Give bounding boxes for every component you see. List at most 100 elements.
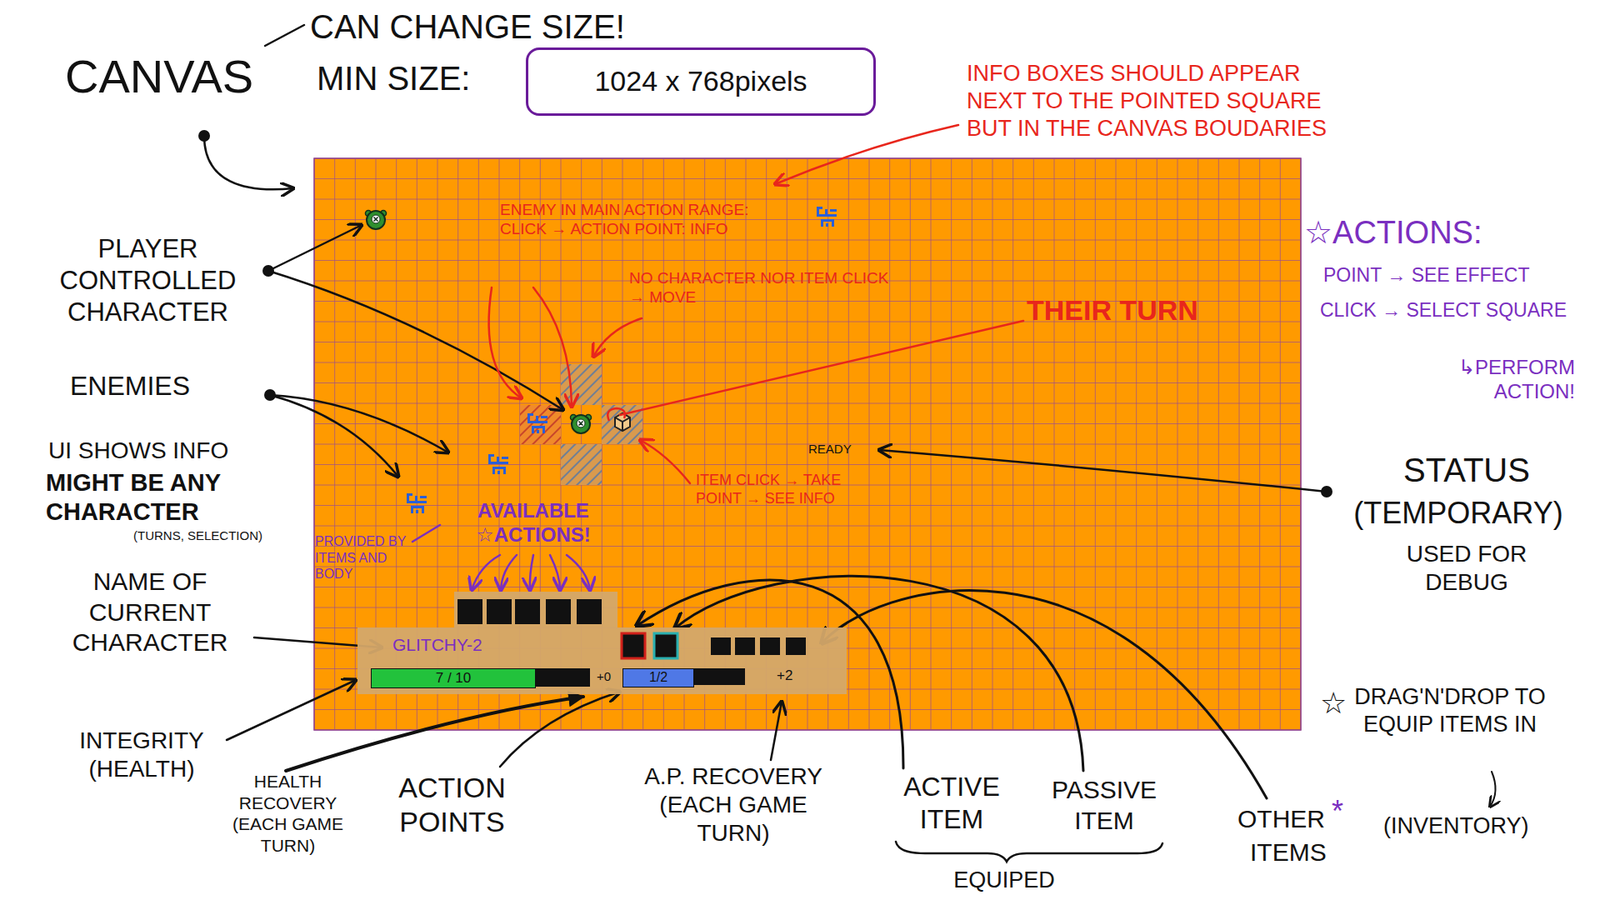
range-squares [520,364,643,485]
leader-arrow [471,555,500,590]
leader-arrow [530,555,534,590]
annotation-text: INTEGRITY (HEALTH) [58,726,225,784]
annotation-text: THEIR TURN [1026,293,1294,328]
active-item-slot [621,633,645,659]
sprites [365,206,838,514]
annotation-text: (TEMPORARY) [1333,495,1584,532]
leader-dots [198,130,1333,498]
leader-arrow [770,701,782,760]
grid-line [314,525,1301,527]
annotation-text: POINT → SEE EFFECT [1323,263,1592,287]
grid-line [314,730,1301,731]
leader-lines [204,25,1496,862]
grid-line [314,260,1301,261]
action-square [520,405,561,445]
annotation-text: MIGHT BE ANY CHARACTER [45,468,271,528]
leader-arrow [268,270,564,410]
leader-line [620,320,1024,415]
action-slot [515,599,540,625]
annotation-text: NO CHARACTER NOR ITEM CLICK → MOVE [629,268,896,307]
annotation-text: EQUIPED [916,866,1092,895]
leader-line [412,525,440,542]
grid-line [314,240,1301,241]
ui-panel: GLITCHY-2+0+27 / 101/2 [357,591,847,695]
annotation-text: NAME OF CURRENT CHARACTER [33,566,267,659]
star-mark: ☆ [1320,685,1354,722]
leader-dot [1320,485,1333,498]
inventory-slot [710,637,731,655]
grid-line [314,423,1301,425]
bar-value: 1/2 [649,670,668,685]
annotation-text: CLICK → SELECT SQUARE [1300,298,1567,322]
player-sprite [365,210,387,230]
annotation-text: OTHER [1237,804,1338,835]
annotation-text: PLAYER CONTROLLED CHARACTER [37,233,259,328]
recovery-value: +2 [776,667,793,685]
grid-line [314,199,1301,200]
annotation-text: USED FOR DEBUG [1383,540,1550,597]
grid-line [314,444,1301,445]
annotation-note: (TURNS, SELECTION) [133,528,309,544]
grid [314,158,1301,730]
annotation-heading: ☆ACTIONS: [1304,213,1588,252]
size-text: 1024 x 768pixels [594,65,807,98]
red-arrows [489,125,1024,484]
panel-ground [357,591,847,695]
annotation-text: ENEMY IN MAIN ACTION RANGE: CLICK → ACTI… [500,200,775,239]
enemy-sprite [488,454,509,475]
leader-arrow [775,125,959,185]
character-name: GLITCHY-2 [392,635,483,655]
leader-dot [198,130,210,142]
health-bar: 7 / 10 [370,668,536,689]
bar-value: 7 / 10 [435,670,472,687]
leader-arrow [204,135,294,190]
grid-line [314,341,1301,343]
grid-line [314,709,1301,710]
leader-arrow [500,555,517,590]
move-square [560,444,602,485]
size-box: 1024 x 768pixels [525,47,876,116]
annotation-text: MIN SIZE: [316,58,525,100]
leader-arrow [533,287,572,407]
annotation-text: INFO BOXES SHOULD APPEAR NEXT TO THE POI… [966,60,1359,143]
leader-arrow [640,440,690,484]
grid-line [314,362,1301,364]
annotation-text: ↳PERFORM ACTION! [1400,355,1575,405]
leader-arrow [879,450,1327,492]
annotation-text: STATUS [1366,450,1567,491]
bar-empty [694,668,745,685]
annotation-text: CAN CHANGE SIZE! [310,6,744,48]
grid-line [314,219,1301,220]
move-square [560,364,602,405]
annotation-heading: AVAILABLE ☆ACTIONS! [445,498,621,548]
asterisk-mark: * [1331,793,1357,830]
leader-arrow [550,555,560,590]
action-slot [457,599,483,625]
action-slot [545,599,571,625]
title-text: CANVAS [65,48,290,105]
action-slot [576,599,602,625]
leader-arrow [566,555,590,590]
grid-line [314,403,1301,405]
annotation-text: PROVIDED BY ITEMS AND BODY [315,533,409,583]
grid-line [314,178,1301,180]
enemy-sprite [527,413,548,434]
action-points-bar: 1/2 [622,668,695,688]
leader-arrow [268,225,362,271]
grid-line [314,158,1301,160]
player-sprite [570,415,592,435]
grid-line [314,382,1301,384]
grid-line [314,545,1301,547]
enemy-sprite [816,206,837,227]
leader-arrow [500,691,620,767]
leader-arrow [593,318,642,357]
bar-empty [535,668,590,687]
leader-arrow [285,696,584,771]
annotation-text: UI SHOWS INFO [48,436,299,465]
annotation-text: ENEMIES [70,370,270,403]
annotation-text: ITEM CLICK → TAKE POINT → SEE INFO [695,471,875,509]
annotation-text: ACTIVE ITEM [885,770,1019,836]
leader-arrow [1490,771,1496,807]
bracket [895,841,1163,862]
game-canvas [314,158,1301,730]
